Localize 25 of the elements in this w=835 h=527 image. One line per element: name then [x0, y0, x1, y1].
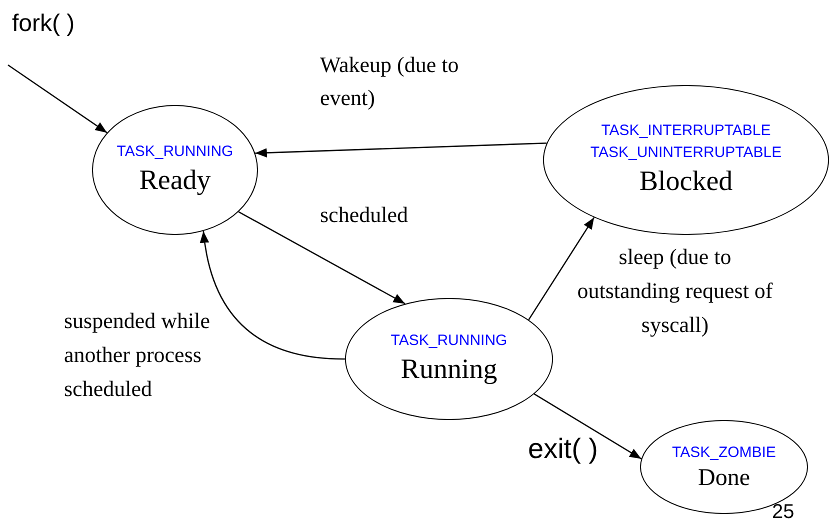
arrow	[8, 64, 108, 134]
arrow	[255, 142, 547, 158]
arrow	[528, 217, 595, 320]
state-name: Ready	[139, 164, 211, 198]
arrow	[238, 211, 406, 304]
arrow	[534, 393, 642, 460]
state-name: Done	[698, 464, 750, 492]
edge-label: sleep (due to outstanding request of syscall)	[576, 243, 774, 339]
state-ellipse	[543, 85, 829, 235]
state-constant: TASK_ZOMBIE	[672, 443, 776, 463]
edge-label: scheduled	[320, 201, 409, 229]
edge-label: fork( )	[12, 9, 76, 39]
arrow	[200, 231, 346, 360]
state-name: Running	[400, 353, 498, 387]
state-constant: TASK_RUNNING	[116, 142, 234, 162]
state-constant: TASK_RUNNING	[390, 331, 508, 351]
edge-label: Wakeup (due to event)	[320, 51, 460, 112]
edge-label: suspended while another process scheduled	[64, 307, 212, 403]
state-name: Blocked	[639, 165, 733, 199]
edge-label: exit( )	[528, 432, 599, 466]
page-number: 25	[772, 500, 794, 525]
state-ellipse	[92, 105, 258, 235]
state-ellipse	[345, 298, 553, 420]
state-constant: TASK_UNINTERRUPTABLE	[590, 143, 782, 163]
state-constant: TASK_INTERRUPTABLE	[601, 121, 771, 141]
